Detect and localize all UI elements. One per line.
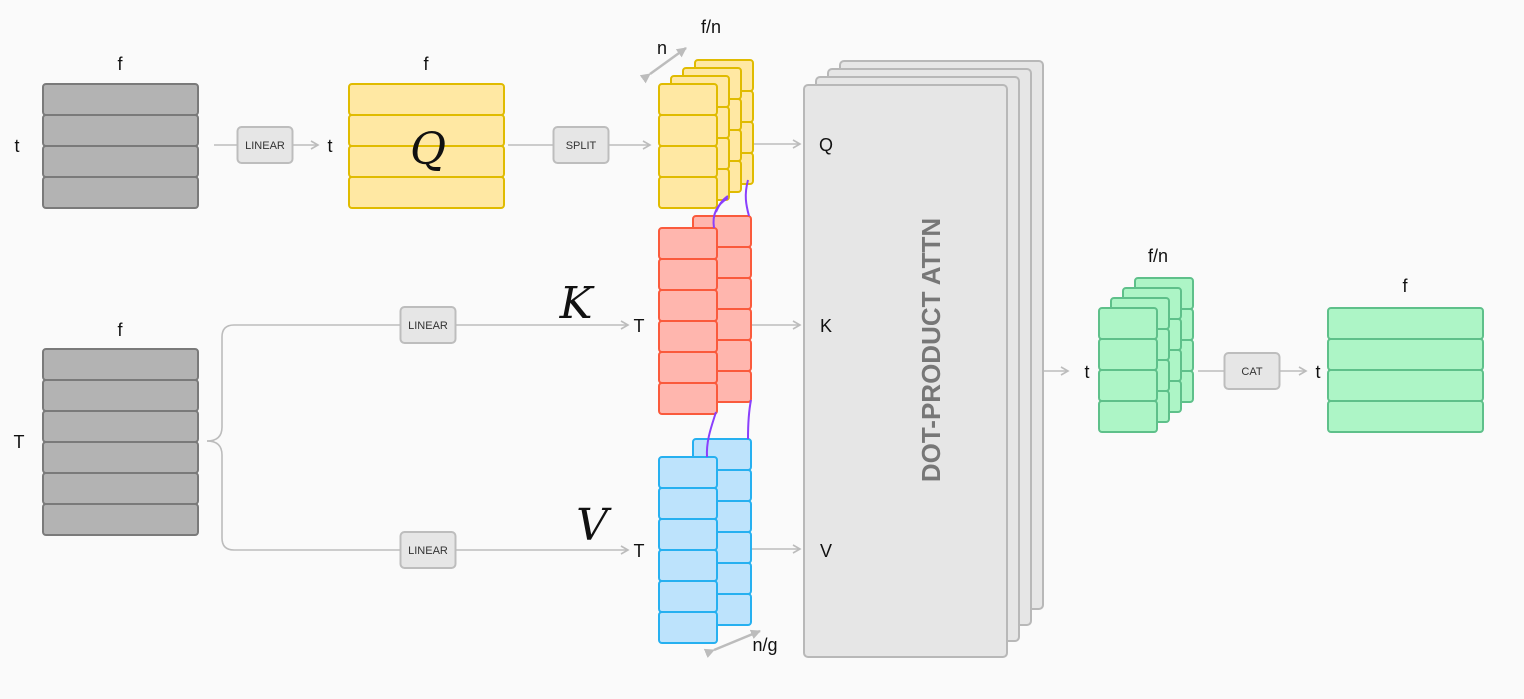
split-op-label: SPLIT — [566, 140, 597, 152]
query-proj-matrix-row — [348, 83, 505, 116]
edge-kv-to-v-linear — [206, 440, 401, 551]
final-rows-label: t — [1315, 362, 1320, 382]
query-input-matrix-row — [42, 83, 199, 116]
final-cols-label: f — [1402, 276, 1408, 296]
query-input-matrix-row — [42, 176, 199, 209]
k-rows-label: T — [634, 316, 645, 336]
k-linear-op[interactable] — [399, 306, 457, 344]
kv-input-matrix-row — [42, 503, 199, 536]
q-symbol: Q — [410, 124, 446, 175]
final-output-matrix-row — [1327, 400, 1484, 433]
v-rows-label: T — [634, 541, 645, 561]
query-head-1-row — [658, 176, 718, 209]
key-group-1-row — [658, 289, 718, 322]
value-group-1-row — [658, 611, 718, 644]
kv-input-cols-label: f — [117, 320, 123, 340]
query-input-matrix-row — [42, 114, 199, 147]
key-group-1-row — [658, 351, 718, 384]
group-link-4 — [705, 411, 717, 458]
q-linear-op-label: LINEAR — [245, 140, 285, 152]
value-group-1-row — [658, 456, 718, 489]
value-group-1-row — [658, 518, 718, 551]
q-proj-rows-label: t — [327, 136, 332, 156]
query-input-cols-label: f — [117, 54, 123, 74]
group-link-5 — [747, 399, 752, 440]
kv-input-matrix — [42, 348, 199, 536]
kv-input-matrix-row — [42, 379, 199, 412]
query-head-1-row — [658, 114, 718, 147]
v-groups-label: n/g — [752, 635, 777, 655]
attn-input-q: Q — [819, 135, 833, 155]
query-head-1-row — [658, 145, 718, 178]
value-group-1-row — [658, 580, 718, 613]
value-group-1-row — [658, 549, 718, 582]
final-output-matrix — [1327, 307, 1484, 433]
edge-kv-to-k-linear — [206, 324, 401, 442]
outputs-rows-label: t — [1084, 362, 1089, 382]
kv-input-rows-label: T — [14, 432, 25, 452]
output-head-1-row — [1098, 369, 1158, 402]
group-link-3 — [744, 179, 750, 217]
key-group-1-row — [658, 227, 718, 260]
output-head-1 — [1098, 307, 1158, 433]
attention-block-1 — [803, 84, 1008, 658]
q-heads-cols-label: f/n — [701, 17, 721, 37]
group-link-2 — [715, 195, 729, 213]
q-heads-count-label: n — [657, 38, 667, 58]
kv-input-matrix-row — [42, 410, 199, 443]
q-linear-op[interactable] — [236, 126, 294, 164]
query-proj-matrix-row — [348, 176, 505, 209]
key-group-1-row — [658, 382, 718, 415]
attn-input-k: K — [820, 316, 832, 336]
final-output-matrix-row — [1327, 369, 1484, 402]
v-linear-op[interactable] — [399, 531, 457, 569]
q-proj-cols-label: f — [423, 54, 429, 74]
output-head-1-row — [1098, 307, 1158, 340]
query-input-rows-label: t — [14, 136, 19, 156]
heads-axis-arrow — [639, 46, 687, 84]
query-input-matrix-row — [42, 145, 199, 178]
query-head-1-row — [658, 83, 718, 116]
groups-axis-arrow — [703, 629, 761, 659]
value-group-1-row — [658, 487, 718, 520]
kv-input-matrix-row — [42, 472, 199, 505]
key-group-1-row — [658, 320, 718, 353]
output-head-1-row — [1098, 400, 1158, 433]
k-symbol: K — [559, 278, 595, 329]
final-output-matrix-row — [1327, 338, 1484, 371]
output-head-1-row — [1098, 338, 1158, 371]
final-output-matrix-row — [1327, 307, 1484, 340]
key-group-1 — [658, 227, 718, 415]
attn-input-v: V — [820, 541, 832, 561]
split-op[interactable] — [552, 126, 610, 164]
key-group-1-row — [658, 258, 718, 291]
v-linear-op-label: LINEAR — [408, 545, 448, 557]
attention-title: DOT-PRODUCT ATTN — [916, 218, 946, 482]
query-input-matrix — [42, 83, 199, 209]
query-head-1 — [658, 83, 718, 209]
v-symbol: V — [576, 500, 612, 551]
value-group-1 — [658, 456, 718, 644]
kv-input-matrix-row — [42, 348, 199, 381]
outputs-cols-label: f/n — [1148, 246, 1168, 266]
cat-op-label: CAT — [1241, 366, 1262, 378]
cat-op[interactable] — [1223, 352, 1281, 390]
kv-input-matrix-row — [42, 441, 199, 474]
k-linear-op-label: LINEAR — [408, 320, 448, 332]
query-proj-matrix — [348, 83, 505, 209]
